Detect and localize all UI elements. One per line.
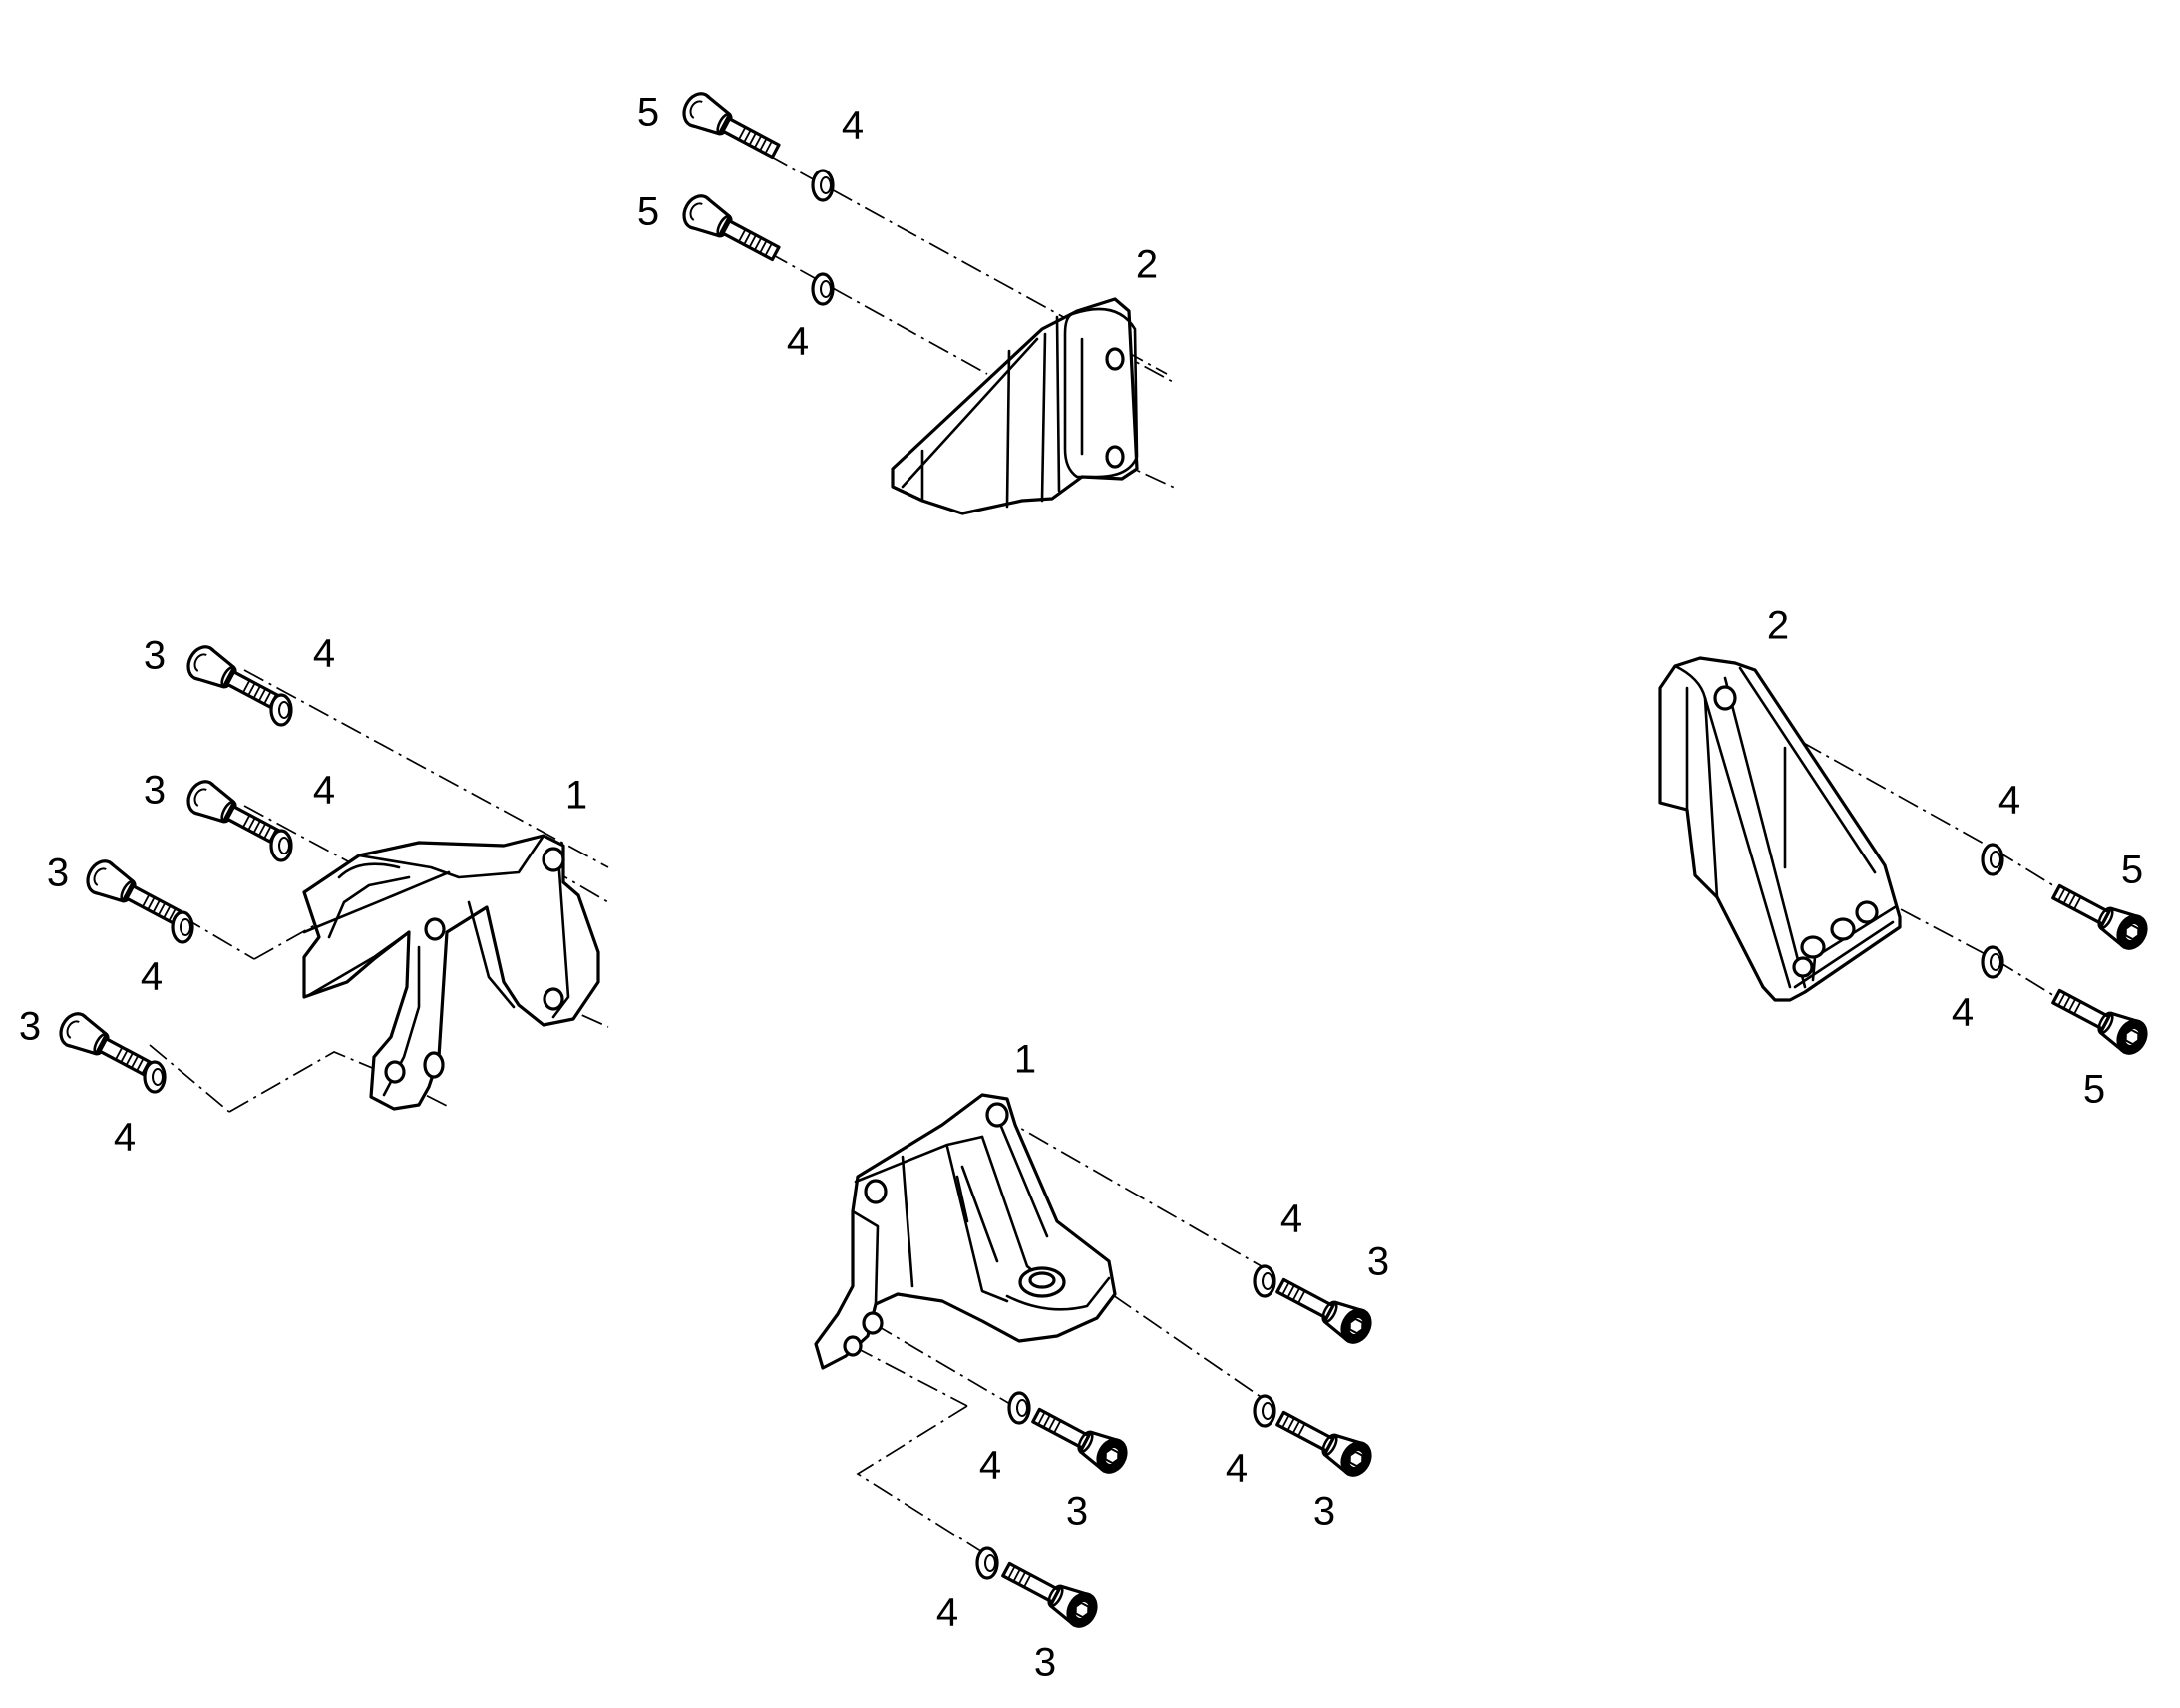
callout-c8: 3 xyxy=(144,769,166,813)
left-screws xyxy=(53,640,293,1094)
callout-c23: 4 xyxy=(979,1444,1001,1488)
callout-c5: 2 xyxy=(1136,243,1158,287)
callout-c10: 1 xyxy=(565,774,587,818)
callout-c25: 4 xyxy=(1226,1447,1248,1491)
callout-c12: 4 xyxy=(141,955,163,999)
bottom-bracket xyxy=(814,1093,1117,1370)
callout-c9: 4 xyxy=(313,769,335,813)
callout-c19: 5 xyxy=(2083,1068,2105,1112)
callout-c7: 4 xyxy=(313,632,335,676)
right-bracket xyxy=(1658,656,1902,1002)
callout-c20: 1 xyxy=(1014,1038,1036,1082)
callout-c4: 4 xyxy=(787,320,809,364)
callout-c3: 5 xyxy=(637,190,659,234)
callout-c16: 4 xyxy=(1998,779,2020,823)
callout-c13: 3 xyxy=(19,1005,41,1049)
callout-c26: 3 xyxy=(1313,1490,1335,1534)
top-bracket xyxy=(891,297,1139,515)
callout-c24: 3 xyxy=(1066,1490,1088,1534)
callout-c1: 5 xyxy=(637,91,659,135)
callout-c6: 3 xyxy=(144,634,166,678)
callout-c15: 2 xyxy=(1767,604,1789,648)
callout-c17: 5 xyxy=(2121,849,2143,892)
callout-c28: 3 xyxy=(1034,1641,1056,1685)
callouts: 5 4 5 4 2 3 4 3 4 1 3 4 3 4 2 4 5 4 5 1 … xyxy=(19,91,2143,1685)
left-bracket xyxy=(302,834,600,1111)
callout-c11: 3 xyxy=(47,852,69,895)
callout-c27: 4 xyxy=(936,1591,958,1635)
callout-c18: 4 xyxy=(1952,991,1974,1035)
callout-c2: 4 xyxy=(842,104,864,148)
callout-c14: 4 xyxy=(114,1116,136,1160)
top-screws xyxy=(676,87,835,306)
callout-c22: 3 xyxy=(1367,1240,1389,1284)
callout-c21: 4 xyxy=(1280,1197,1302,1241)
